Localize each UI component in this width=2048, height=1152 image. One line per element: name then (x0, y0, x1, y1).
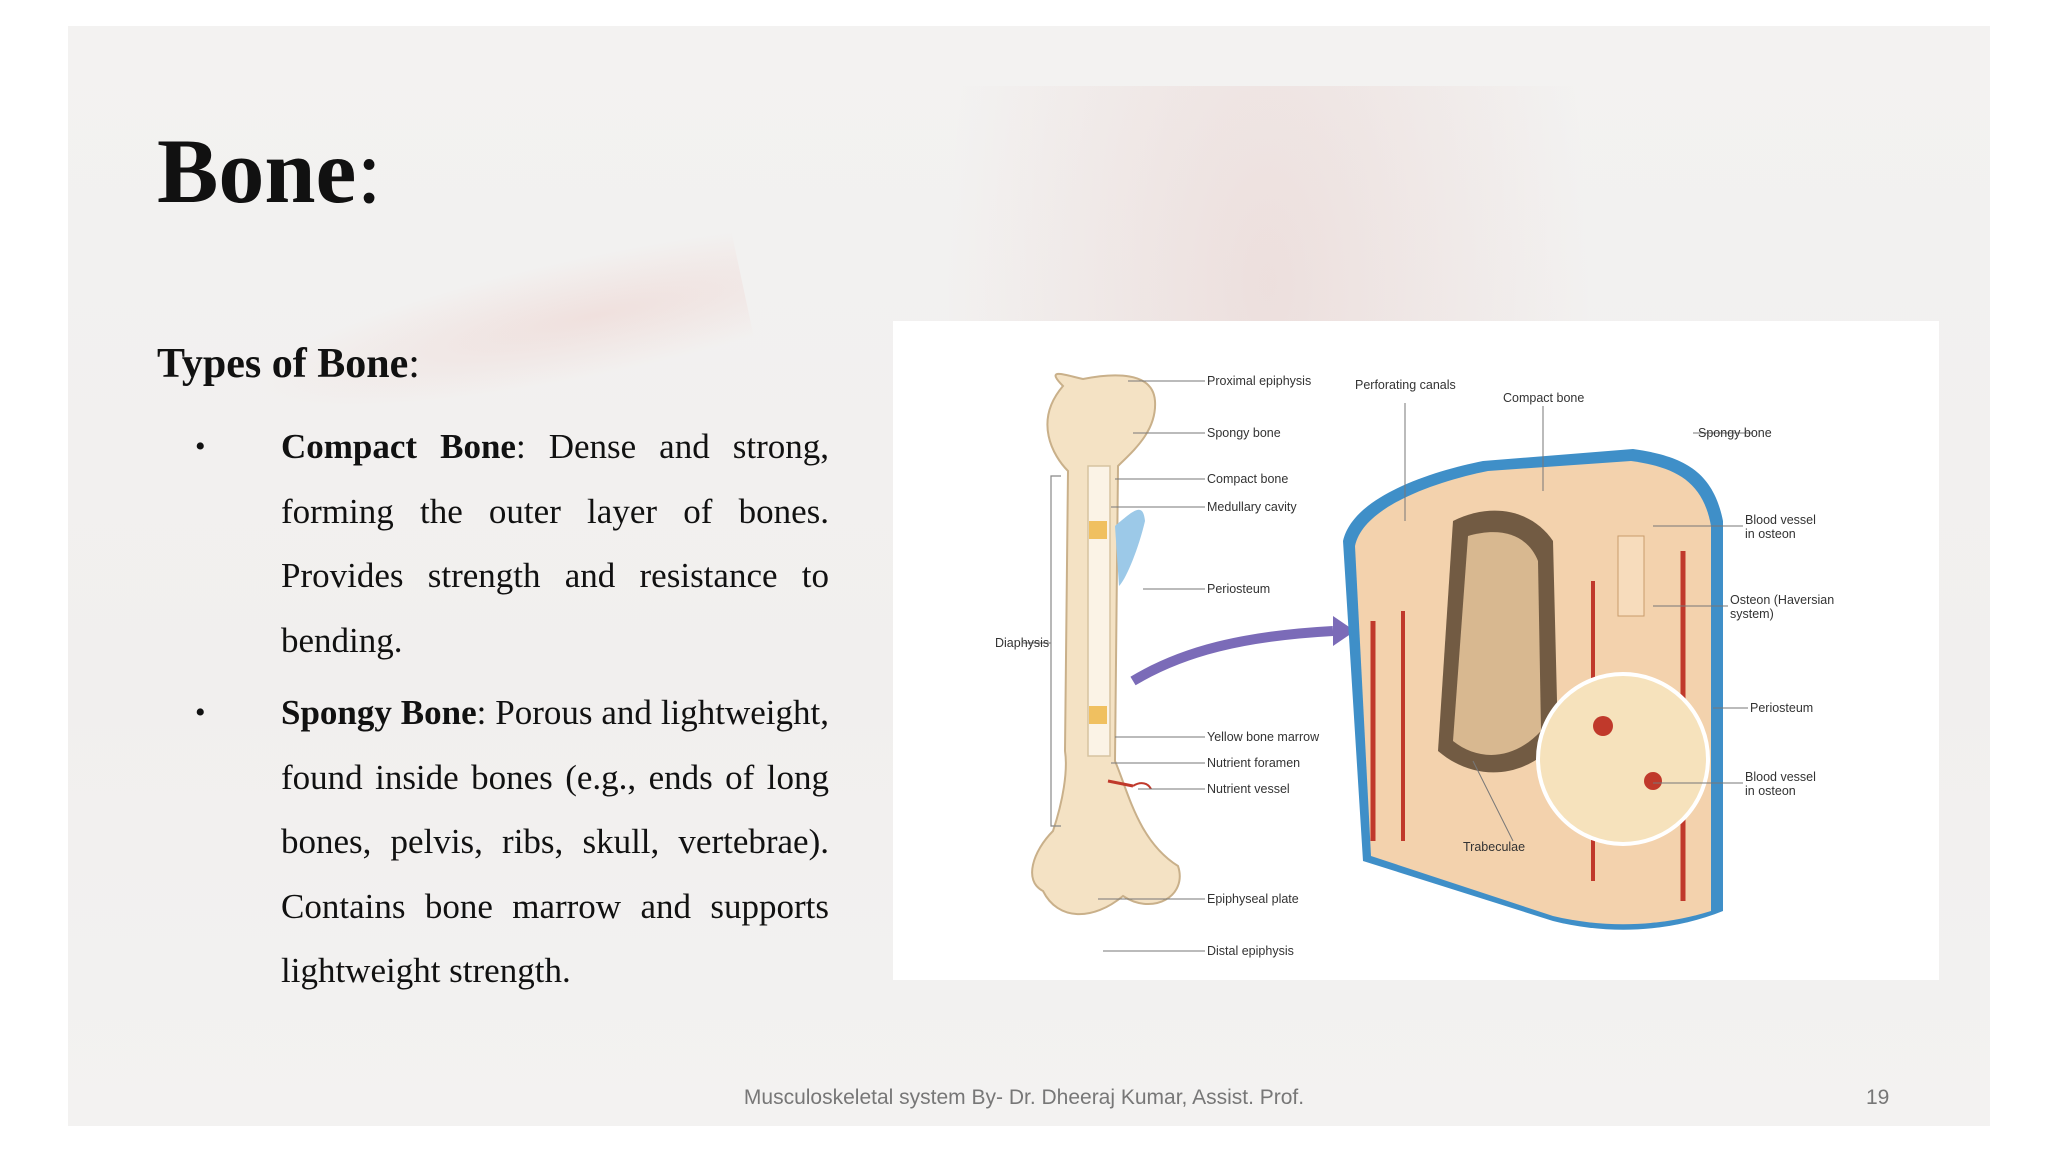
section-heading-colon: : (408, 341, 420, 387)
label-blood-vessel-osteon-1a: Blood vessel (1745, 513, 1816, 527)
footer-text: Musculoskeletal system By- Dr. Dheeraj K… (743, 1086, 1305, 1109)
bullet-compact-bone: • Compact Bone: Dense and strong, formin… (195, 415, 829, 673)
bullet-dot: • (195, 696, 206, 729)
label-blood-vessel-osteon-2a: Blood vessel (1745, 770, 1816, 784)
label-spongy-bone-right: Spongy bone (1698, 426, 1772, 440)
label-osteon-a: Osteon (Haversian (1730, 593, 1834, 607)
bone-anatomy-figure: Proximal epiphysis Spongy bone Compact b… (893, 321, 1939, 980)
bullet-text: : Porous and lightweight, found inside b… (281, 693, 829, 990)
title-colon: : (356, 120, 382, 222)
label-diaphysis: Diaphysis (995, 636, 1049, 650)
bone-cross-section (1343, 449, 1723, 930)
label-compact-bone-left: Compact bone (1207, 472, 1288, 486)
label-distal-epiphysis: Distal epiphysis (1207, 944, 1294, 958)
label-osteon-b: system) (1730, 607, 1774, 621)
bullet-list: • Compact Bone: Dense and strong, formin… (195, 415, 829, 1012)
title-text: Bone (157, 120, 357, 222)
label-nutrient-foramen: Nutrient foramen (1207, 756, 1300, 770)
page-title: Bone: (157, 118, 382, 224)
label-perforating-canals: Perforating canals (1355, 378, 1456, 392)
diaphysis-bracket (1050, 475, 1061, 827)
label-epiphyseal-plate: Epiphyseal plate (1207, 892, 1299, 906)
long-bone-illustration (1031, 372, 1181, 916)
label-periosteum-right: Periosteum (1750, 701, 1813, 715)
leader-lines-left (1098, 380, 1205, 952)
label-blood-vessel-osteon-2b: in osteon (1745, 784, 1796, 798)
label-medullary-cavity: Medullary cavity (1207, 500, 1297, 514)
label-compact-bone-right: Compact bone (1503, 391, 1584, 405)
bone-anatomy-illustration: Proximal epiphysis Spongy bone Compact b… (995, 372, 1834, 958)
label-proximal-epiphysis: Proximal epiphysis (1207, 374, 1311, 388)
bullet-dot: • (195, 430, 206, 463)
bullet-text: : Dense and strong, forming the outer la… (281, 427, 829, 660)
bullet-spongy-bone: • Spongy Bone: Porous and lightweight, f… (195, 681, 829, 1004)
label-yellow-bone-marrow: Yellow bone marrow (1207, 730, 1320, 744)
background-watermark-arm (240, 225, 756, 447)
label-periosteum-left: Periosteum (1207, 582, 1270, 596)
label-blood-vessel-osteon-1b: in osteon (1745, 527, 1796, 541)
label-nutrient-vessel: Nutrient vessel (1207, 782, 1290, 796)
leader-lines-right (1404, 403, 1753, 842)
magnify-arrow (1130, 626, 1334, 686)
page-number: 19 (1866, 1086, 1890, 1109)
label-trabeculae: Trabeculae (1463, 840, 1525, 854)
bullet-term: Spongy Bone (281, 693, 477, 732)
section-heading-text: Types of Bone (157, 341, 409, 387)
section-heading: Types of Bone: (157, 340, 420, 388)
label-spongy-bone-left: Spongy bone (1207, 426, 1281, 440)
bullet-term: Compact Bone (281, 427, 516, 466)
